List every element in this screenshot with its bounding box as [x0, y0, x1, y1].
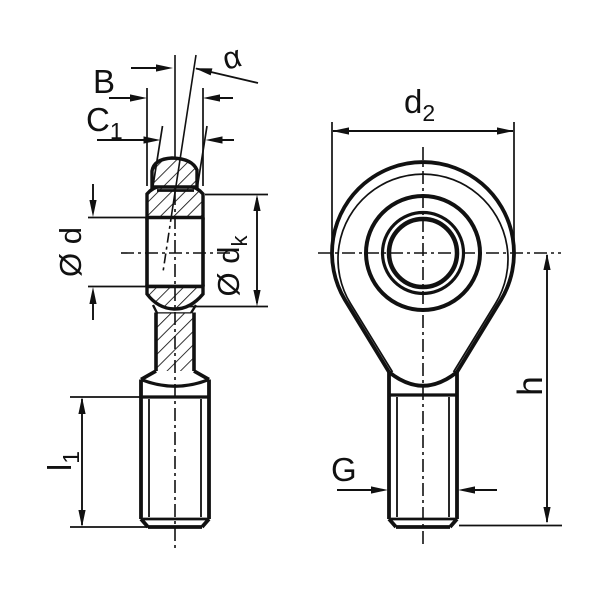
l1-extension-lines — [70, 396, 181, 528]
arrowhead — [543, 253, 551, 270]
arrowhead — [253, 290, 261, 307]
front-view — [318, 147, 561, 547]
b-extension-lines — [146, 88, 204, 186]
arrowhead — [89, 200, 97, 217]
arrowhead — [332, 127, 349, 135]
c1-extension-lines — [152, 125, 208, 187]
arrowhead — [205, 136, 223, 144]
arrowhead — [543, 507, 551, 524]
thread-core-lines — [396, 397, 450, 517]
ball-top-cap — [150, 156, 199, 189]
dim-label-ball-diameter: Ø dk — [211, 235, 252, 297]
arrowhead — [195, 68, 213, 76]
arrowhead — [78, 397, 86, 414]
arrowhead — [89, 287, 97, 304]
arrowhead — [130, 94, 147, 102]
arrowhead — [458, 486, 475, 494]
arrowhead — [156, 64, 173, 72]
dim-label-d2: d2 — [404, 83, 435, 126]
ball-dia-extension-lines — [187, 193, 268, 308]
tilted-ball-axis-lower — [162, 211, 173, 273]
arrowhead — [78, 510, 86, 527]
ball-side-edges — [145, 217, 205, 287]
dim-label-l1: l1 — [41, 451, 84, 471]
dim-label-h: h — [511, 376, 550, 395]
tilted-ball-axis — [171, 54, 197, 213]
dim-label-b: B — [93, 63, 115, 100]
bore-dia-extension-lines — [88, 216, 147, 288]
arrowhead — [143, 136, 161, 144]
d2-extension-lines — [331, 122, 515, 254]
arrowhead — [371, 486, 388, 494]
arrowhead — [497, 127, 514, 135]
thread-outer-edges — [139, 379, 211, 519]
front-view-dimensions — [331, 122, 562, 527]
arrowhead — [253, 194, 261, 211]
neck-edges — [154, 312, 196, 371]
shank-shoulder — [140, 369, 210, 382]
side-section-dimensions — [70, 64, 268, 528]
dim-label-c1: C1 — [86, 101, 123, 144]
thread-core-lines — [148, 399, 202, 517]
dimension-labels: B C1 α Ø d Ø dk l1 d2 G h — [41, 38, 550, 488]
head-bottom-arc — [387, 370, 459, 388]
side-section-view — [121, 54, 232, 548]
arrowhead — [203, 94, 220, 102]
dim-label-bore-diameter: Ø d — [53, 227, 88, 277]
dim-label-g: G — [331, 451, 357, 488]
